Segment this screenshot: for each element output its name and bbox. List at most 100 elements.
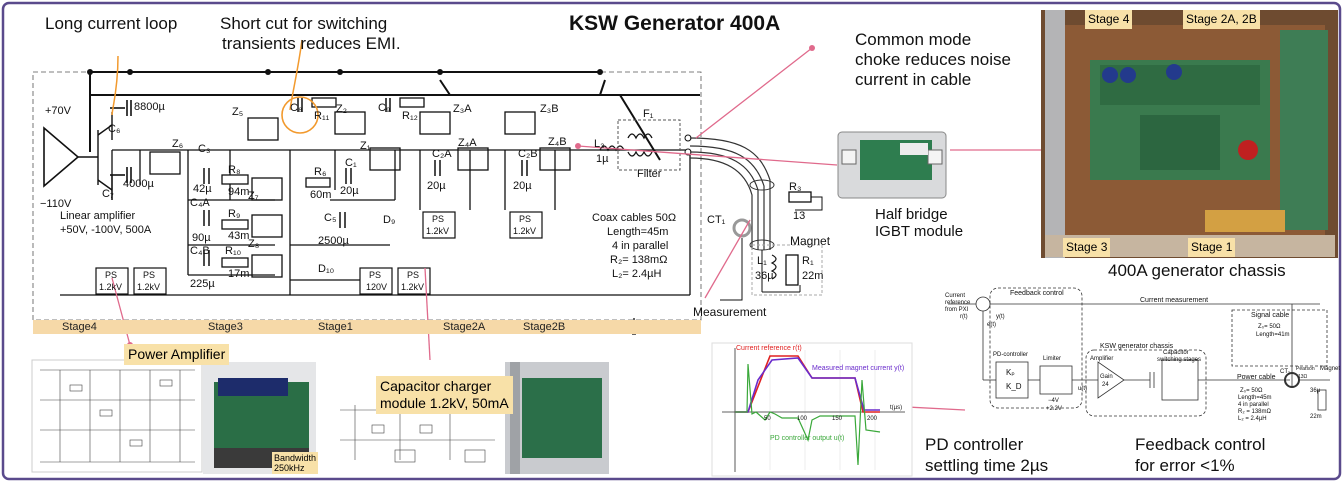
coax-label-3: 4 in parallel [612,240,669,252]
z3b-label: Z₃B [540,103,559,115]
coax-label-4: R₂= 138mΩ [610,254,668,266]
short-cut-arrow [289,39,303,111]
bd-r13: 13Ω [1298,374,1308,380]
coax-label-2: Length=45m [607,226,669,238]
f1-label: F₁ [643,108,654,120]
r9-label: R₉ [228,208,241,220]
c3-value: 42µ [193,183,212,195]
coax-label-5: L₂= 2.4µH [612,268,662,280]
r3-label: R₃ [789,181,802,193]
ps-label-5: PS [432,214,445,224]
magnet-label: Magnet [790,234,831,248]
bd-pearson: Pearson [1296,366,1315,372]
c4a-value: 90µ [192,232,211,244]
z5-label: Z₅ [232,106,244,118]
z3a-label: Z₃A [453,103,472,115]
c5-label: C₅ [324,212,337,224]
z2-label: Z₂ [336,103,347,115]
bd-gain-v: 24 [1102,382,1109,388]
c5-value: 2500µ [318,235,349,247]
measurement-label: Measurement [693,305,767,319]
bd-current-meas: Current measurement [1140,297,1209,304]
bd-signal-cable: Signal cable [1251,312,1290,319]
bd-ksw-chassis: KSW generator chassis [1100,343,1174,350]
filter-label: Filter [637,168,662,180]
long-loop-arrow [111,55,119,116]
igbt-module-photo [837,131,947,199]
chassis-stage-2: Stage 2A, 2B [1183,10,1260,29]
filter-box [617,119,681,171]
z4a-label: Z₄A [458,137,477,149]
bd-cap-stages-2: switching stages [1157,357,1202,363]
r1-label: R₁ [802,255,814,267]
page-title: KSW Generator 400A [569,12,781,35]
c1-value: 20µ [340,185,359,197]
z6-label: Z₆ [172,138,184,150]
igbt-switches [149,111,571,278]
bd-y: y(t) [996,314,1005,320]
r12-label: R₁₂ [402,110,418,122]
plot-axis-unit: t(µs) [890,405,903,411]
cap-charger-callout: Capacitor charger module 1.2kV, 50mA [376,376,513,414]
z8-label: Z₈ [248,238,260,250]
c3-label: C₃ [198,143,211,155]
stage-label-3: Stage3 [208,321,243,333]
plot-tick-150: 150 [832,416,843,422]
z4b-label: Z₄B [548,136,567,148]
top-rails [89,72,700,161]
bd-magnet: Magnet [1320,366,1341,372]
c6-value: 8800µ [134,101,165,113]
r3-value: 13 [793,210,806,222]
common-mode-label-3: current in cable [855,70,972,89]
c8-label: C₈ [290,102,303,114]
d10-label: D₁₀ [318,263,335,275]
bd-kd: K_D [1006,382,1022,391]
bd-lim-lo: −4V [1048,398,1059,404]
common-mode-label-2: choke reduces noise [855,50,1011,69]
plot-tick-200: 200 [867,416,878,422]
bd-len45: Length=45m [1238,395,1272,401]
half-bridge-label-2: IGBT module [875,223,964,240]
bandwidth-callout: Bandwidth 250kHz [272,452,319,474]
c4a-label: C₄A [190,197,210,209]
ps-value-4: 1.2kV [401,282,425,292]
bd-r2: R₂ = 138mΩ [1238,409,1271,415]
bd-feedback-control: Feedback control [1010,290,1064,297]
bd-z0: Z₀= 50Ω [1258,324,1281,330]
c6-label: C₆ [108,123,121,135]
c7-label: C₇ [102,188,114,200]
linear-amp-label-1: Linear amplifier [60,210,136,222]
bd-gain: Gain [1100,374,1113,380]
plot-tick-50: 50 [764,416,771,422]
power-amp-schematic-thumb [31,359,203,473]
ps-value-5: 1.2kV [426,226,450,236]
ps-label-4: PS [407,270,420,280]
bd-current-ref-3: from PXI [945,307,969,313]
stage-label-2a: Stage2A [443,321,486,333]
response-plot [711,342,913,477]
ps-value-2: 1.2kV [137,282,161,292]
l1-label: L₁ [757,255,767,267]
c2b-value: 20µ [513,180,532,192]
r11-label: R₁₁ [314,110,330,122]
main-wires [60,149,691,296]
bd-power-cable: Power cable [1237,374,1276,381]
ps-label-1: PS [105,270,118,280]
l1-value: 36µ [755,270,774,282]
c9-label: C₉ [378,102,391,114]
stage-bar [33,320,701,334]
ps-boxes [95,211,543,295]
cap-charger-line-1: Capacitor charger [380,378,492,394]
short-cut-label-2: transients reduces EMI. [222,34,401,53]
bd-z0p: Z₀= 50Ω [1240,388,1263,394]
c7-value: 4000µ [123,178,154,190]
pd-settling-label-1: PD controller [925,435,1024,454]
bd-kp: Kₚ [1006,368,1015,377]
bd-r36: 36µ [1310,388,1321,394]
ps-value-3: 120V [366,282,388,292]
chassis-stage-1: Stage 1 [1188,238,1236,257]
chassis-photo [1041,10,1338,258]
bd-ct1: CT₁ [1280,369,1291,375]
series-pd-output [735,363,881,466]
